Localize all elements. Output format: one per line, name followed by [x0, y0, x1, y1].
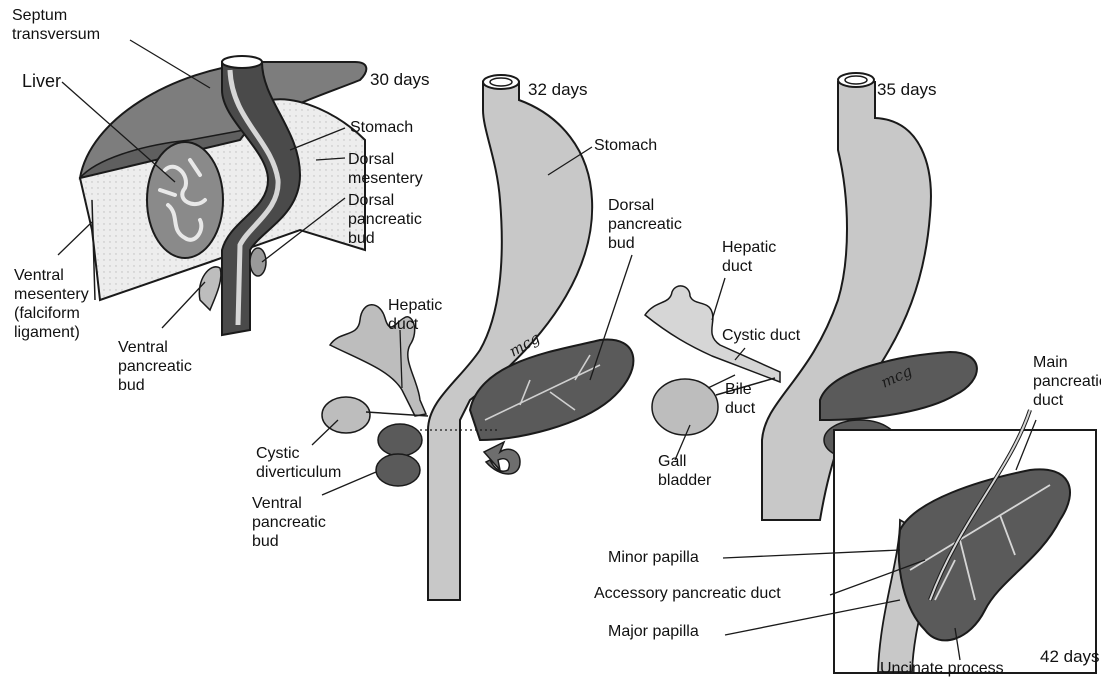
label-uncinate-process: Uncinate process [880, 659, 1004, 678]
rotation-arrow [484, 442, 520, 474]
label-35-days: 35 days [877, 80, 937, 99]
label-accessory-pancreatic-duct: Accessory pancreatic duct [594, 584, 781, 603]
label-cystic-duct: Cystic duct [722, 326, 800, 345]
label-dorsal-pancreatic-bud-32: Dorsal pancreatic bud [608, 196, 682, 253]
label-bile-duct: Bile duct [725, 380, 755, 418]
label-ventral-mesentery: Ventral mesentery (falciform ligament) [14, 266, 89, 342]
label-ventral-pancreatic-bud-30: Ventral pancreatic bud [118, 338, 192, 395]
label-42-days: 42 days [1040, 647, 1100, 666]
label-32-days: 32 days [528, 80, 588, 99]
label-major-papilla: Major papilla [608, 622, 699, 641]
label-hepatic-duct-32: Hepatic duct [388, 296, 442, 334]
label-ventral-pancreatic-bud-32: Ventral pancreatic bud [252, 494, 326, 551]
label-minor-papilla: Minor papilla [608, 548, 699, 567]
label-main-pancreatic-duct: Main pancreatic duct [1033, 353, 1101, 410]
label-hepatic-duct-35: Hepatic duct [722, 238, 776, 276]
label-septum-transversum: Septum transversum [12, 6, 100, 44]
ventral-pancreatic-bud-shape-32 [376, 424, 422, 486]
label-dorsal-mesentery: Dorsal mesentery [348, 150, 423, 188]
panel-30-days [58, 40, 366, 335]
stomach-shape-32 [428, 82, 592, 600]
label-stomach-30: Stomach [350, 118, 413, 137]
label-30-days: 30 days [370, 70, 430, 89]
label-stomach-32: Stomach [594, 136, 657, 155]
label-cystic-diverticulum: Cystic diverticulum [256, 444, 341, 482]
label-dorsal-pancreatic-bud-30: Dorsal pancreatic bud [348, 191, 422, 248]
label-gall-bladder: Gall bladder [658, 452, 711, 490]
label-liver: Liver [22, 72, 61, 91]
